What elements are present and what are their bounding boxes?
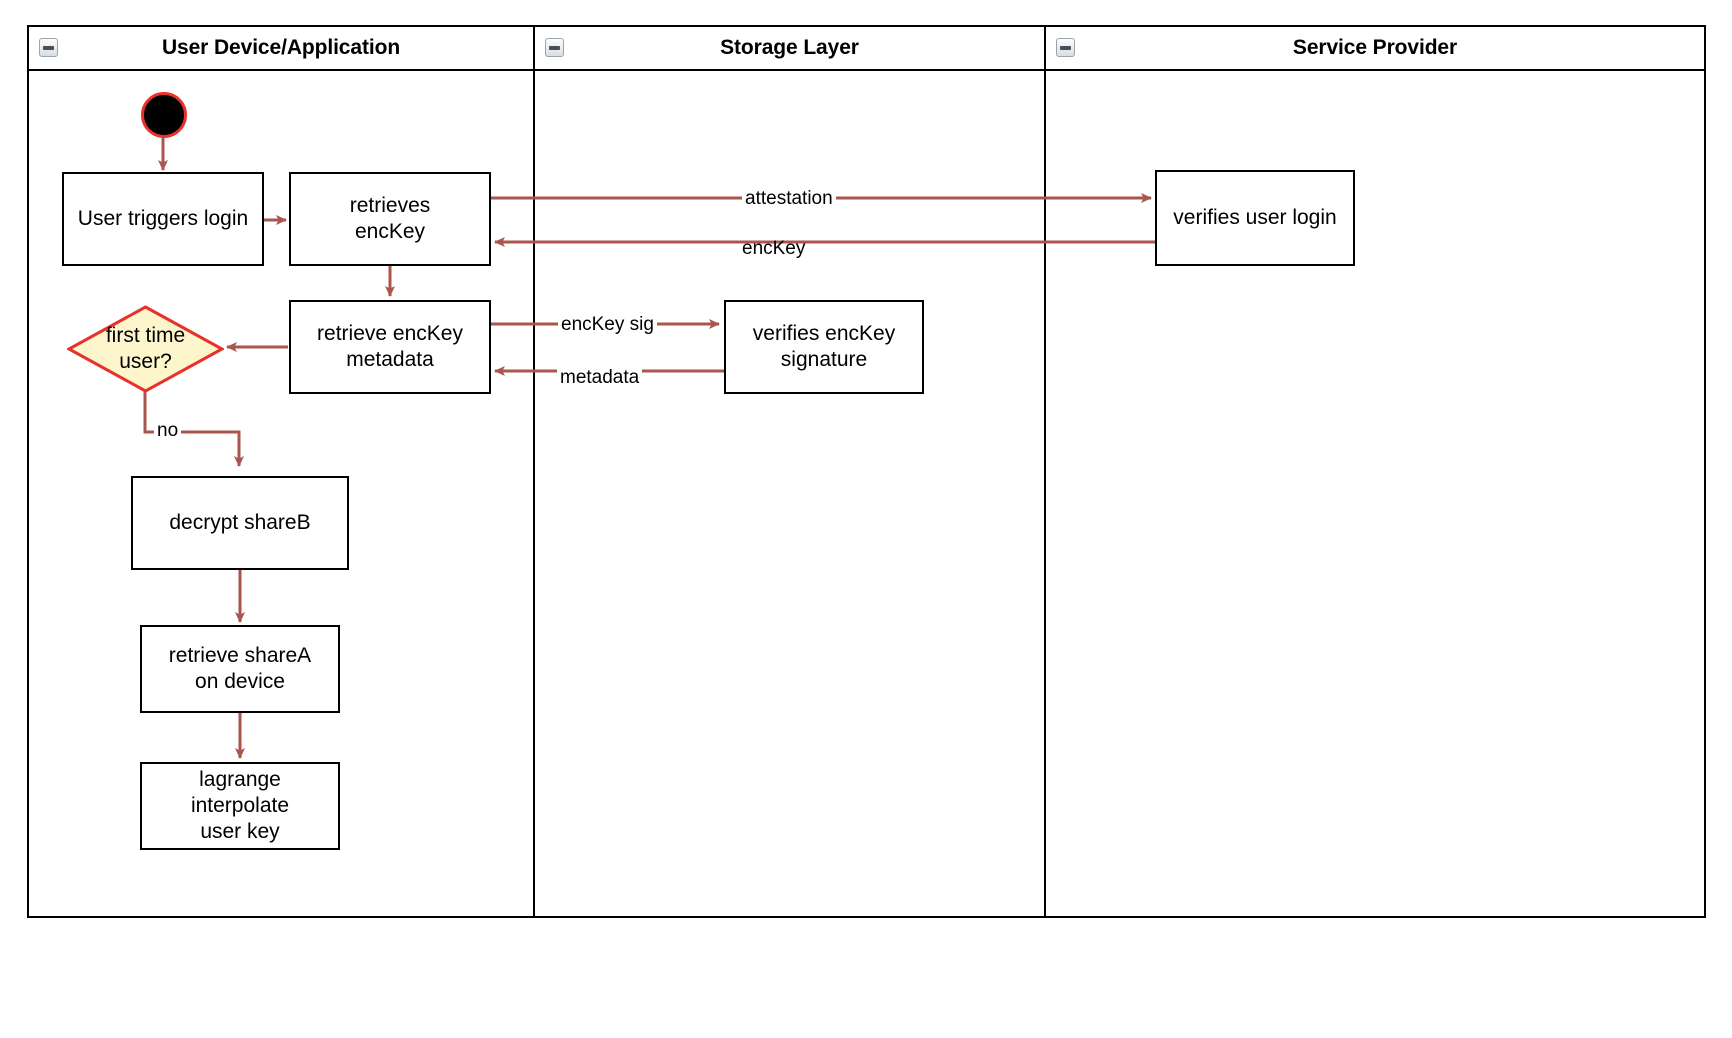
edge-label-enckey-sig: encKey sig xyxy=(558,315,657,334)
lane-title-user-device: User Device/Application xyxy=(161,36,401,59)
node-first-time-user[interactable]: first time user? xyxy=(65,305,226,393)
lane-user-device[interactable]: User Device/Application xyxy=(29,27,533,916)
minus-square-icon[interactable] xyxy=(39,38,58,57)
lane-title-service-provider: Service Provider xyxy=(1292,36,1458,59)
node-decrypt-shareb[interactable]: decrypt shareB xyxy=(131,476,349,570)
node-label: lagrange interpolate user key xyxy=(190,767,290,844)
diamond-shape xyxy=(65,305,226,393)
node-user-triggers-login[interactable]: User triggers login xyxy=(62,172,264,266)
lane-header-user-device[interactable]: User Device/Application xyxy=(29,27,533,71)
node-label: retrieves encKey xyxy=(349,193,431,243)
node-retrieve-sharea-on-device[interactable]: retrieve shareA on device xyxy=(140,625,340,713)
lane-divider-1 xyxy=(533,27,535,916)
node-label: verifies user login xyxy=(1173,205,1337,229)
lane-title-storage: Storage Layer xyxy=(720,36,859,59)
node-label: retrieve encKey metadata xyxy=(317,321,463,371)
lane-header-storage[interactable]: Storage Layer xyxy=(535,27,1044,71)
edge-label-enckey: encKey xyxy=(742,238,806,259)
node-lagrange-interpolate-user-key[interactable]: lagrange interpolate user key xyxy=(140,762,340,850)
lane-divider-2 xyxy=(1044,27,1046,916)
node-verifies-user-login[interactable]: verifies user login xyxy=(1155,170,1355,266)
minus-square-icon[interactable] xyxy=(545,38,564,57)
start-node[interactable] xyxy=(141,92,187,138)
edge-label-no: no xyxy=(154,421,182,440)
node-verifies-enckey-signature[interactable]: verifies encKey signature xyxy=(724,300,924,394)
minus-square-icon[interactable] xyxy=(1056,38,1075,57)
edge-label-attestation: attestation xyxy=(742,189,836,208)
node-retrieves-enckey[interactable]: retrieves encKey xyxy=(289,172,491,266)
node-label: first time user? xyxy=(105,323,186,373)
node-label: retrieve shareA on device xyxy=(168,643,312,693)
node-label: decrypt shareB xyxy=(169,510,311,534)
node-label: User triggers login xyxy=(77,206,249,230)
lane-storage[interactable]: Storage Layer xyxy=(535,27,1044,916)
node-retrieve-enckey-metadata[interactable]: retrieve encKey metadata xyxy=(289,300,491,394)
node-label: verifies encKey signature xyxy=(752,321,896,371)
lane-header-service-provider[interactable]: Service Provider xyxy=(1046,27,1704,71)
lane-service-provider[interactable]: Service Provider xyxy=(1046,27,1704,916)
edge-label-metadata: metadata xyxy=(557,368,643,387)
